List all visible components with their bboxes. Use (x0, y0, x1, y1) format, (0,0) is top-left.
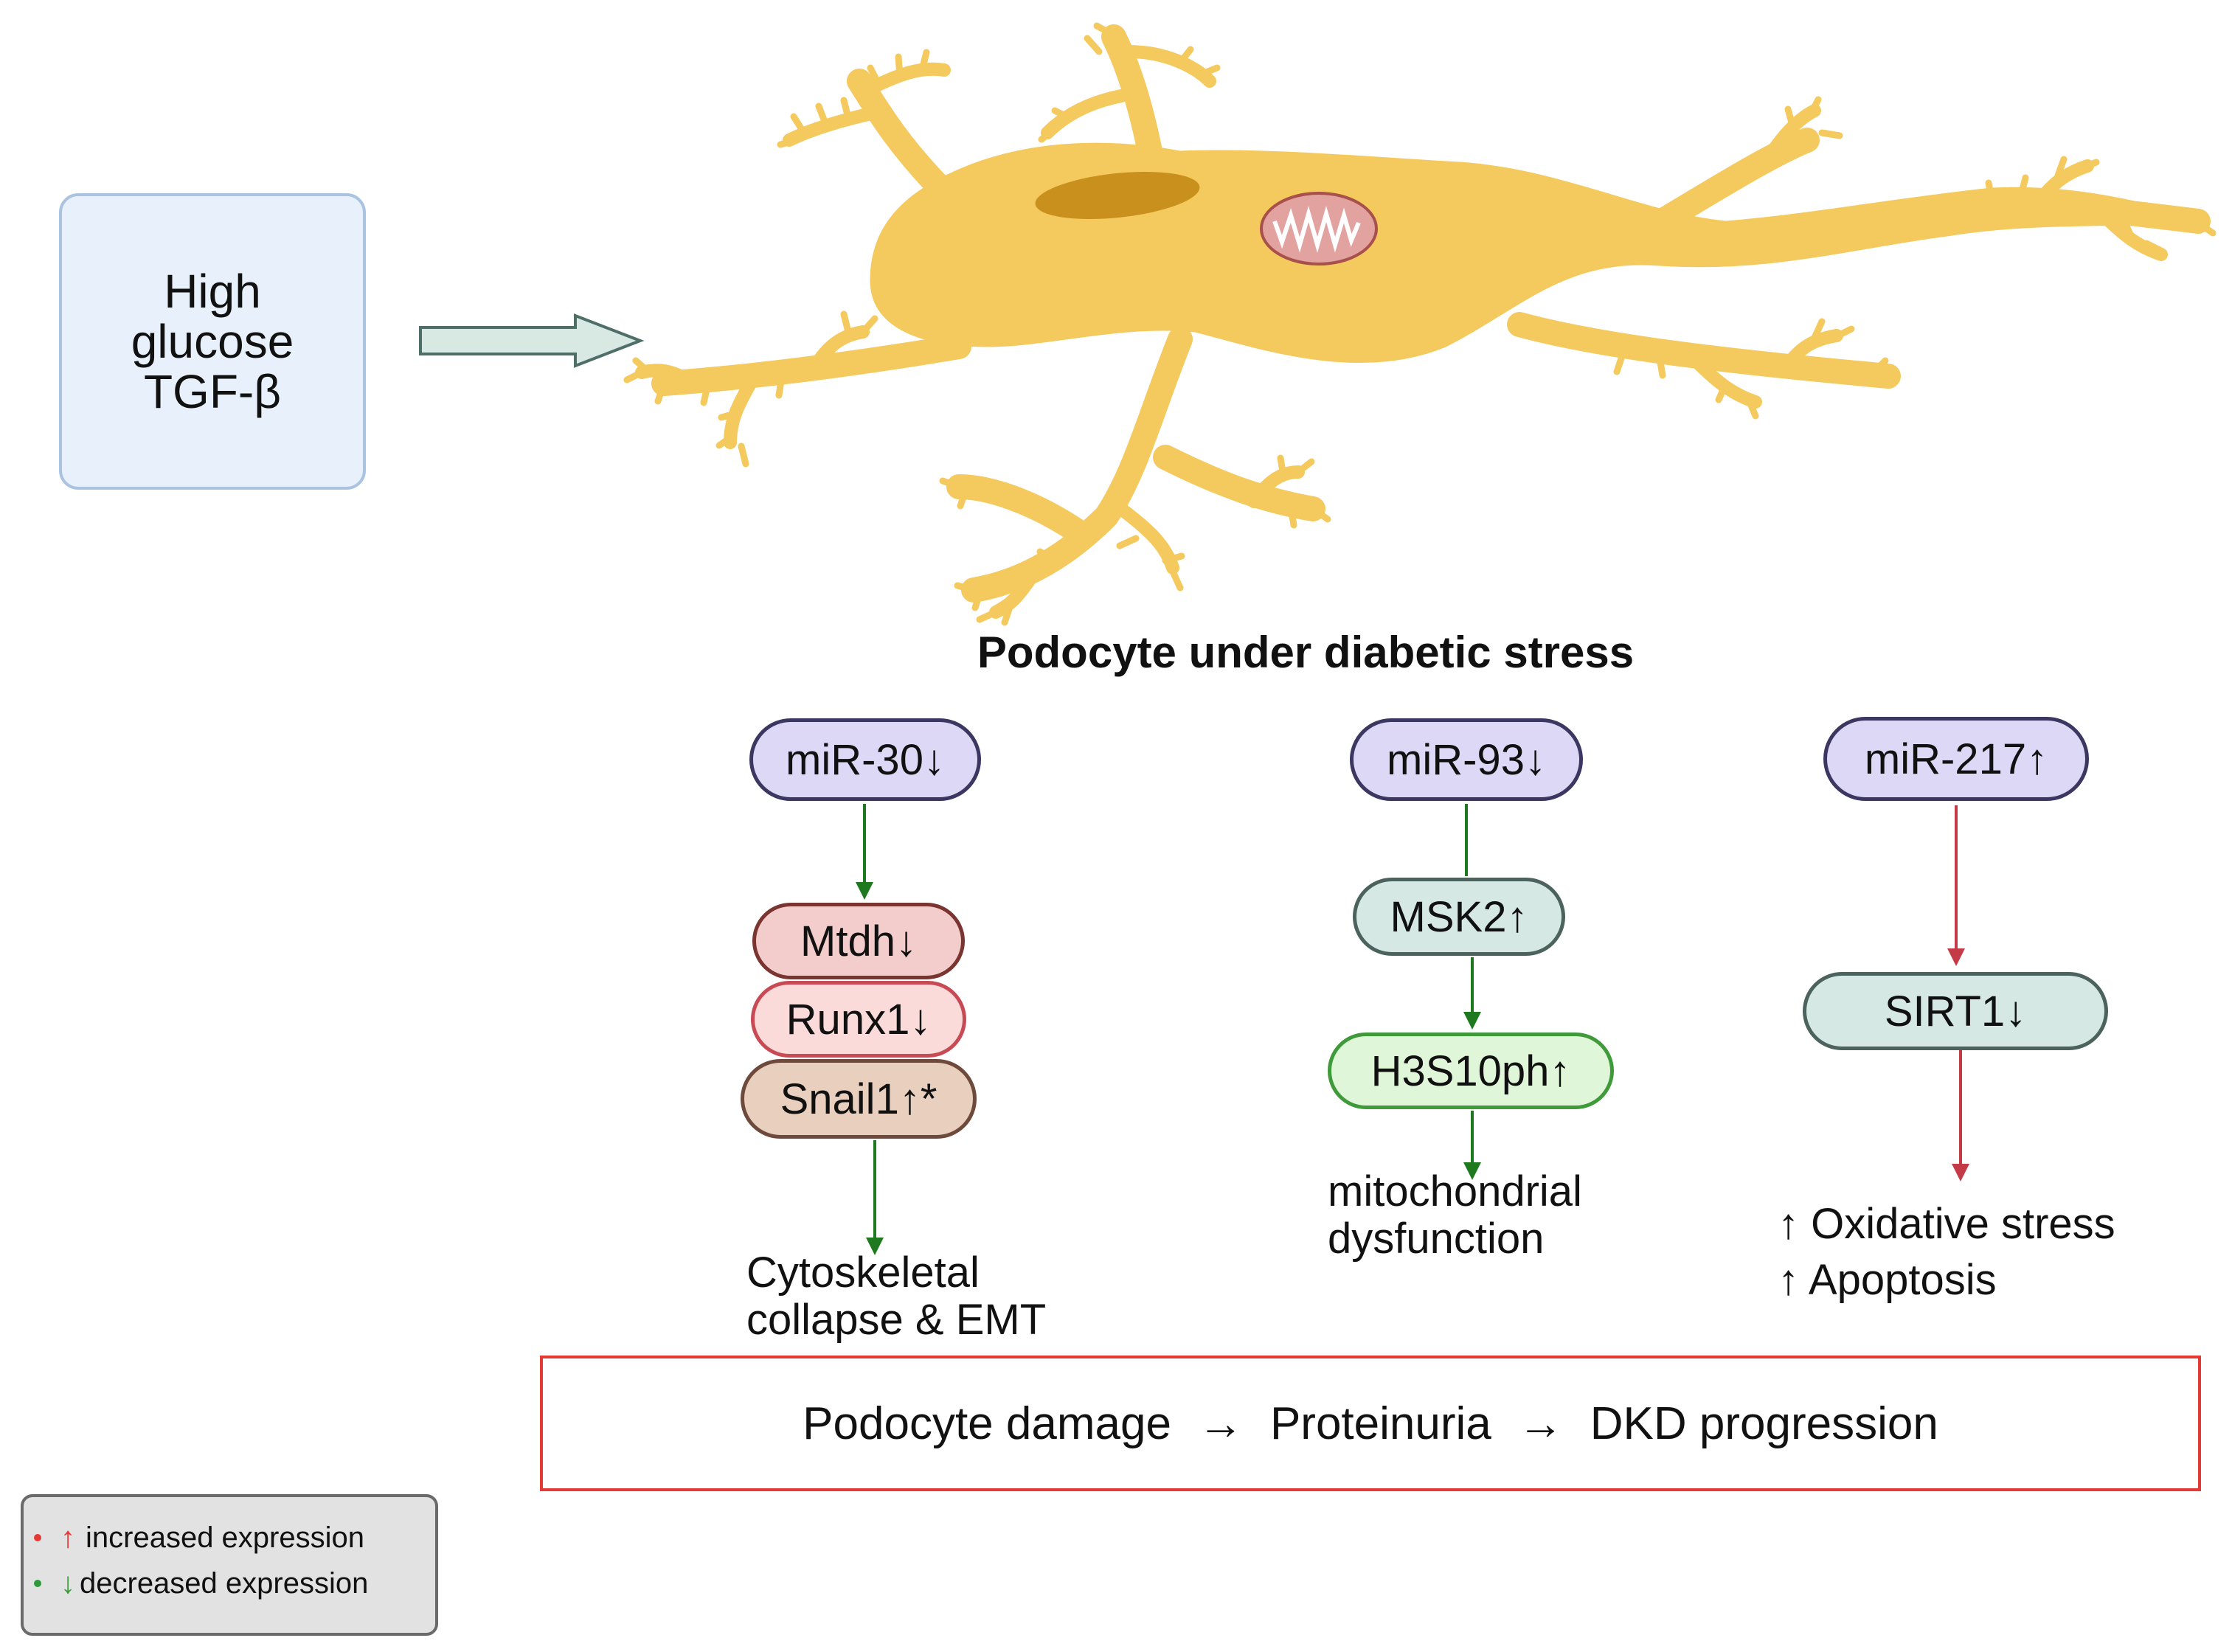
mir217-node: miR-217↑ (1823, 717, 2089, 801)
mir93-node: miR-93↓ (1350, 718, 1583, 801)
mir217-outcome: ↑ Oxidative stress ↑ Apoptosis (1778, 1196, 2115, 1308)
legend-increased: ↑ increased expression (34, 1515, 435, 1561)
podocyte-cell (623, 22, 2217, 626)
mir93-outcome: mitochondrial dysfunction (1328, 1168, 1582, 1263)
mir30-outcome: Cytoskeletal collapse & EMT (746, 1249, 1046, 1344)
legend-decreased-label: decreased expression (80, 1566, 369, 1600)
mitochondrion (1260, 192, 1378, 266)
red-dot-icon (34, 1534, 41, 1541)
mir93-outcome-line-2: dysfunction (1328, 1215, 1545, 1263)
summary-arrow-1: → (1197, 1398, 1244, 1449)
summary-step-1: Podocyte damage (803, 1398, 1171, 1449)
mir30-outcome-line-1: Cytoskeletal (746, 1249, 980, 1297)
runx1-node: Runx1↓ (751, 981, 966, 1058)
mir30-arrows (856, 804, 884, 1255)
stimulus-arrow (419, 313, 645, 368)
sirt1-node: SIRT1↓ (1803, 972, 2108, 1050)
mir217-arrows (1947, 805, 1969, 1181)
snail1-node: Snail1↑* (741, 1059, 977, 1139)
diagram-title: Podocyte under diabetic stress (977, 628, 1635, 677)
stimulus-box: High glucose TGF-β (59, 193, 366, 490)
stimulus-line-3: TGF-β (143, 365, 282, 418)
stimulus-line-1: High (164, 265, 261, 318)
legend: ↑ increased expression ↓ decreased expre… (21, 1494, 438, 1636)
up-arrow-icon: ↑ (60, 1521, 75, 1554)
msk2-node: MSK2↑ (1353, 878, 1565, 956)
mir93-arrows (1463, 804, 1481, 1180)
summary-step-2: Proteinuria (1269, 1398, 1491, 1449)
down-arrow-icon: ↓ (60, 1566, 75, 1600)
h3s10ph-node: H3S10ph↑ (1328, 1032, 1614, 1109)
summary-step-3: DKD progression (1590, 1398, 1938, 1449)
stimulus-line-2: glucose (131, 315, 294, 368)
cell-body (870, 142, 2206, 364)
green-dot-icon (34, 1580, 41, 1587)
summary-box: Podocyte damage → Proteinuria → DKD prog… (540, 1356, 2201, 1491)
mir30-node: miR-30↓ (749, 718, 981, 801)
mir30-outcome-line-2: collapse & EMT (746, 1296, 1047, 1344)
mir217-outcome-line-1: ↑ Oxidative stress (1778, 1200, 2115, 1248)
summary-arrow-2: → (1517, 1398, 1564, 1449)
legend-decreased: ↓ decreased expression (34, 1561, 435, 1606)
mtdh-node: Mtdh↓ (752, 903, 965, 979)
nucleus (1035, 171, 1200, 220)
legend-increased-label: increased expression (86, 1521, 364, 1554)
mir93-outcome-line-1: mitochondrial (1328, 1167, 1582, 1215)
mir217-outcome-line-2: ↑ Apoptosis (1778, 1256, 1997, 1304)
